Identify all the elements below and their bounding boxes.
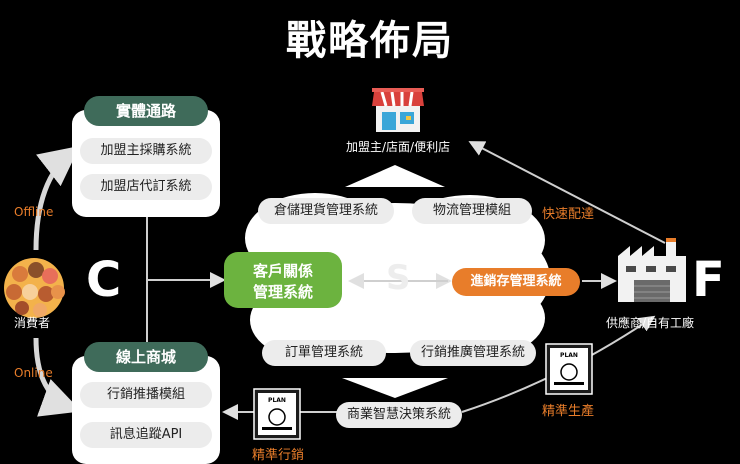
crm-line-2: 管理系統: [252, 283, 313, 301]
online-mall-header: 線上商城: [84, 342, 208, 372]
watermark-s: S: [386, 258, 411, 298]
plan-document-icon-marketing: PLAN: [253, 388, 301, 440]
warehouse-system: 倉儲理貨管理系統: [258, 198, 394, 224]
logistics-module: 物流管理模組: [412, 198, 532, 224]
marketing-system: 行銷推廣管理系統: [410, 340, 536, 366]
crm-system: 客戶關係 管理系統: [224, 252, 342, 308]
consumer-crowd-icon: [4, 258, 65, 318]
store-icon: [372, 88, 424, 132]
consumer-label: 消費者: [14, 316, 51, 330]
store-label: 加盟主/店面/便利店: [346, 140, 451, 154]
factory-icon: [618, 238, 686, 302]
plan-label: PLAN: [560, 352, 578, 359]
inventory-system: 進銷存管理系統: [452, 268, 580, 296]
offline-channel-header: 實體通路: [84, 96, 208, 126]
page-title: 戰略佈局: [286, 18, 454, 64]
up-triangle: [345, 165, 445, 187]
consumer-letter: C: [86, 252, 122, 308]
bi-decision-system: 商業智慧決策系統: [336, 402, 462, 428]
fast-delivery-label: 快速配達: [542, 207, 595, 222]
plan-label: PLAN: [268, 397, 286, 404]
online-arrow: [33, 337, 82, 417]
factory-label: 供應商/自有工廠: [606, 316, 695, 330]
factory-letter: F: [692, 252, 725, 308]
crm-line-1: 客戶關係: [252, 262, 313, 280]
offline-item-order-system: 加盟店代訂系統: [80, 174, 212, 200]
online-item-push-module: 行銷推播模組: [80, 382, 212, 408]
offline-tag: Offline: [14, 205, 54, 219]
order-system: 訂單管理系統: [262, 340, 386, 366]
plan-document-icon-production: PLAN: [545, 343, 593, 395]
precision-marketing-label: 精準行銷: [252, 448, 305, 463]
offline-arrow: [33, 145, 80, 251]
down-triangle: [342, 378, 448, 398]
online-item-tracking-api: 訊息追蹤API: [80, 422, 212, 448]
offline-item-purchase-system: 加盟主採購系統: [80, 138, 212, 164]
online-tag: Online: [14, 366, 53, 380]
precision-production-label: 精準生產: [542, 404, 595, 419]
